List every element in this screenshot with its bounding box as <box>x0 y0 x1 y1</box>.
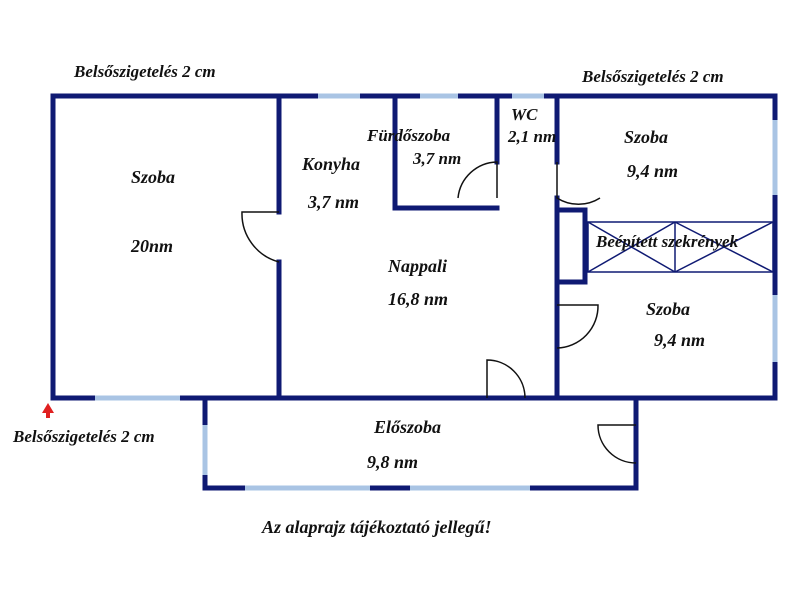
insulation-label-bottom-left: Belsőszigetelés 2 cm <box>13 427 155 446</box>
room-name-beepitett: Beépített szekrények <box>596 232 739 251</box>
room-area-nappali: 16,8 nm <box>388 289 449 309</box>
room-area-szoba-top-right: 9,4 nm <box>627 161 679 181</box>
room-area-eloszoba: 9,8 nm <box>367 452 419 472</box>
room-name-furdoszoba: Fürdőszoba <box>367 126 451 145</box>
room-area-wc: 2,1 nm <box>508 127 557 146</box>
closet-diag-4 <box>674 221 774 273</box>
closet-diag-2 <box>587 221 676 273</box>
closet-frame <box>587 221 774 273</box>
door-nappali-hall <box>486 359 526 399</box>
room-name-eloszoba: Előszoba <box>374 417 442 437</box>
door-bathroom <box>457 161 498 199</box>
entrance-arrow-icon <box>42 403 54 418</box>
door-entrance <box>597 424 637 464</box>
room-name-wc: WC <box>511 105 538 124</box>
room-area-szoba-bottom-right: 9,4 nm <box>654 330 706 350</box>
disclaimer-text: Az alaprajz tájékoztató jellegű! <box>262 517 492 537</box>
insulation-label-top-left: Belsőszigetelés 2 cm <box>74 62 216 81</box>
room-area-furdoszoba: 3,7 nm <box>413 149 462 168</box>
room-name-szoba-bottom-right: Szoba <box>646 299 691 319</box>
door-szoba-left <box>241 211 280 263</box>
room-name-konyha: Konyha <box>302 154 361 174</box>
door-wc <box>556 162 601 205</box>
room-area-konyha: 3,7 nm <box>308 192 360 212</box>
door-nappali-right <box>556 304 599 349</box>
room-name-szoba-left: Szoba <box>131 167 176 187</box>
insulation-label-top-right: Belsőszigetelés 2 cm <box>582 67 724 86</box>
room-area-szoba-left: 20nm <box>131 236 174 256</box>
room-name-nappali: Nappali <box>388 256 448 276</box>
room-name-szoba-top-right: Szoba <box>624 127 669 147</box>
